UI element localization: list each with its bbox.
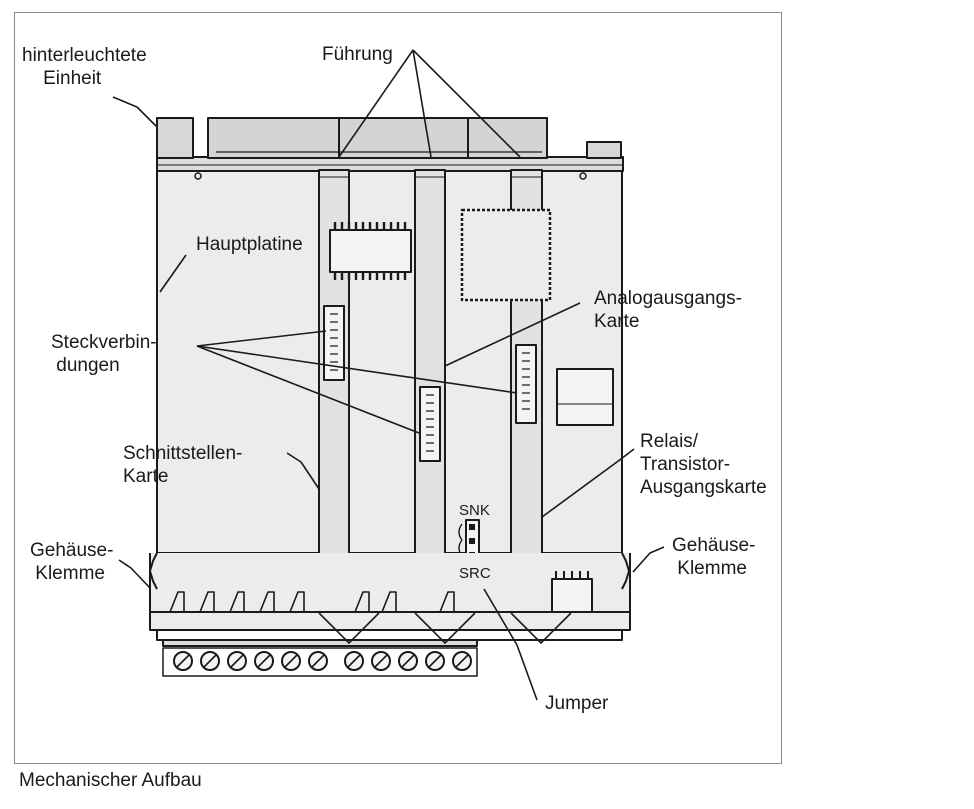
relay-component [556,368,614,426]
label-jumper: Jumper [545,693,609,714]
label-main-board: Hauptplatine [196,234,303,255]
label-clamp-left: Gehäuse- Klemme [30,540,114,584]
label-clamp-right: Gehäuse- Klemme [672,535,756,579]
plcc-chip [460,208,552,302]
right-clamp [621,552,631,605]
figure-frame [14,12,782,764]
connector-1 [323,305,345,381]
backlit-unit [156,117,194,159]
label-analog-card: Analogausgangs- Karte [594,288,742,332]
dip-chip [329,229,412,273]
label-interface-card: Schnittstellen- Karte [123,443,243,487]
small-component [551,578,593,613]
connector-3 [515,344,537,424]
main-board [156,170,623,554]
display-block [207,117,548,159]
label-connectors: Steckverbin- dungen [51,332,157,376]
figure-caption: Mechanischer Aufbau [19,770,202,791]
connector-2 [419,386,441,462]
terminal-row [173,651,472,671]
left-clamp [149,552,158,605]
label-backlit-unit: hinterleuchtete Einheit [22,45,147,89]
label-snk: SNK [459,502,490,519]
top-bar [156,156,624,172]
label-relay-card: Relais/ Transistor- Ausgangskarte [640,431,767,498]
label-guide: Führung [322,44,393,65]
label-src: SRC [459,565,491,582]
top-right-block [586,141,622,159]
